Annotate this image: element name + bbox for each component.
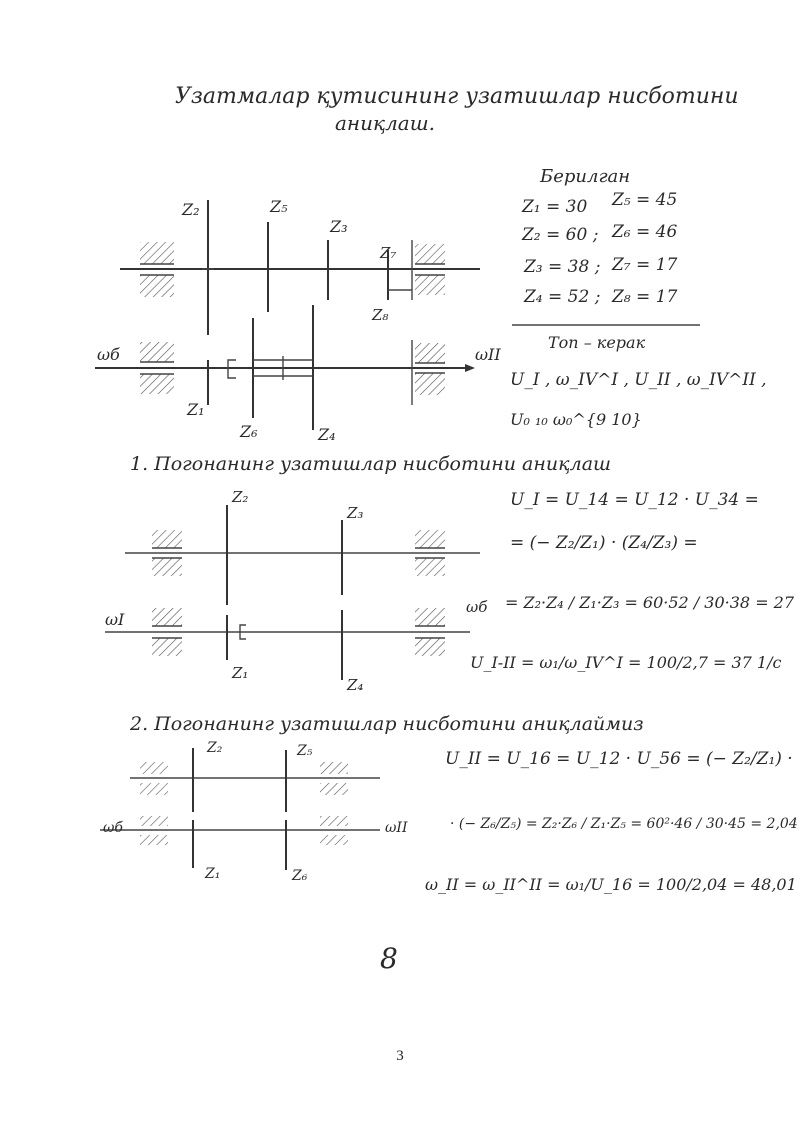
label-z8: Z₈ <box>371 306 388 324</box>
label-w-in: ωб <box>97 345 120 364</box>
s1-label-w-in: ωI <box>105 610 125 629</box>
given-r0-right: Z₅ = 45 <box>611 190 677 210</box>
given-r0-left: Z₁ = 30 <box>521 197 587 217</box>
label-z4: Z₄ <box>317 425 336 444</box>
s2-label-z6: Z₆ <box>291 868 308 884</box>
gearbox-diagram-main: Z₂ Z₅ Z₃ Z₇ Z₈ Z₁ Z₆ Z₄ ωб ωII <box>95 197 501 444</box>
label-z6: Z₆ <box>239 422 258 441</box>
section2-eq2: · (− Z₆/Z₅) = Z₂·Z₆ / Z₁·Z₅ = 60²·46 / 3… <box>450 816 798 832</box>
section2-eq3: ω_II = ω_II^II = ω₁/U_16 = 100/2,04 = 48… <box>425 875 797 894</box>
page-mark: 8 <box>380 942 398 975</box>
page-number: 3 <box>396 1048 404 1064</box>
s2-label-w-out: ωII <box>385 820 408 836</box>
given-r2-left: Z₃ = 38 ; <box>523 257 600 277</box>
s2-label-z5: Z₅ <box>296 743 313 759</box>
label-z5: Z₅ <box>269 197 288 216</box>
given-r1-right: Z₆ = 46 <box>611 222 677 242</box>
s1-label-z4: Z₄ <box>346 676 363 694</box>
section2-heading: 2. Погонанинг узатишлар нисботини аниқла… <box>129 713 644 735</box>
label-z3: Z₃ <box>329 217 348 236</box>
s1-label-z2: Z₂ <box>231 488 248 506</box>
given-r3-left: Z₄ = 52 ; <box>523 287 600 307</box>
section1-eq4: U_I-II = ω₁/ω_IV^I = 100/2,7 = 37 1/c <box>470 653 781 672</box>
given-r1-left: Z₂ = 60 ; <box>521 225 598 245</box>
find-label: Топ – керак <box>548 333 646 352</box>
section1-eq3: = Z₂·Z₄ / Z₁·Z₃ = 60·52 / 30·38 = 27 <box>505 593 795 612</box>
section1-eq1: U_I = U_14 = U_12 · U_34 = <box>510 490 759 510</box>
s2-label-w-in: ωб <box>103 820 123 836</box>
given-r3-right: Z₈ = 17 <box>611 287 677 307</box>
gearbox-diagram-stage2: Z₂ Z₅ Z₁ Z₆ ωб ωII <box>100 740 408 884</box>
label-z2: Z₂ <box>181 200 200 219</box>
label-z7: Z₇ <box>379 244 396 262</box>
s1-label-z1: Z₁ <box>231 664 248 682</box>
title-line1: Узатмалар қутисининг узатишлар нисботини <box>175 84 739 109</box>
find-items2: U₀ ₁₀ ω₀^{9 10} <box>510 410 642 429</box>
label-z1: Z₁ <box>186 400 205 419</box>
section2-eq1: U_II = U_16 = U_12 · U_56 = (− Z₂/Z₁) · <box>445 749 793 769</box>
section1-eq2: = (− Z₂/Z₁) · (Z₄/Z₃) = <box>510 533 698 553</box>
label-w-out: ωII <box>475 345 501 364</box>
section1-heading: 1. Погонанинг узатишлар нисботини аниқла… <box>130 453 611 475</box>
s2-label-z1: Z₁ <box>204 866 220 882</box>
s1-label-w-out: ωб <box>466 598 488 616</box>
gearbox-diagram-stage1: Z₂ Z₃ Z₁ Z₄ ωI ωб <box>105 488 488 694</box>
s2-label-z2: Z₂ <box>206 740 223 756</box>
given-block: Берилган Z₁ = 30 Z₅ = 45 Z₂ = 60 ; Z₆ = … <box>510 166 767 429</box>
given-header: Берилган <box>539 166 630 187</box>
find-items: U_I , ω_IV^I , U_II , ω_IV^II , <box>510 370 767 390</box>
s1-label-z3: Z₃ <box>346 504 363 522</box>
given-r2-right: Z₇ = 17 <box>611 255 677 275</box>
title-line2: аниқлаш. <box>335 111 435 135</box>
